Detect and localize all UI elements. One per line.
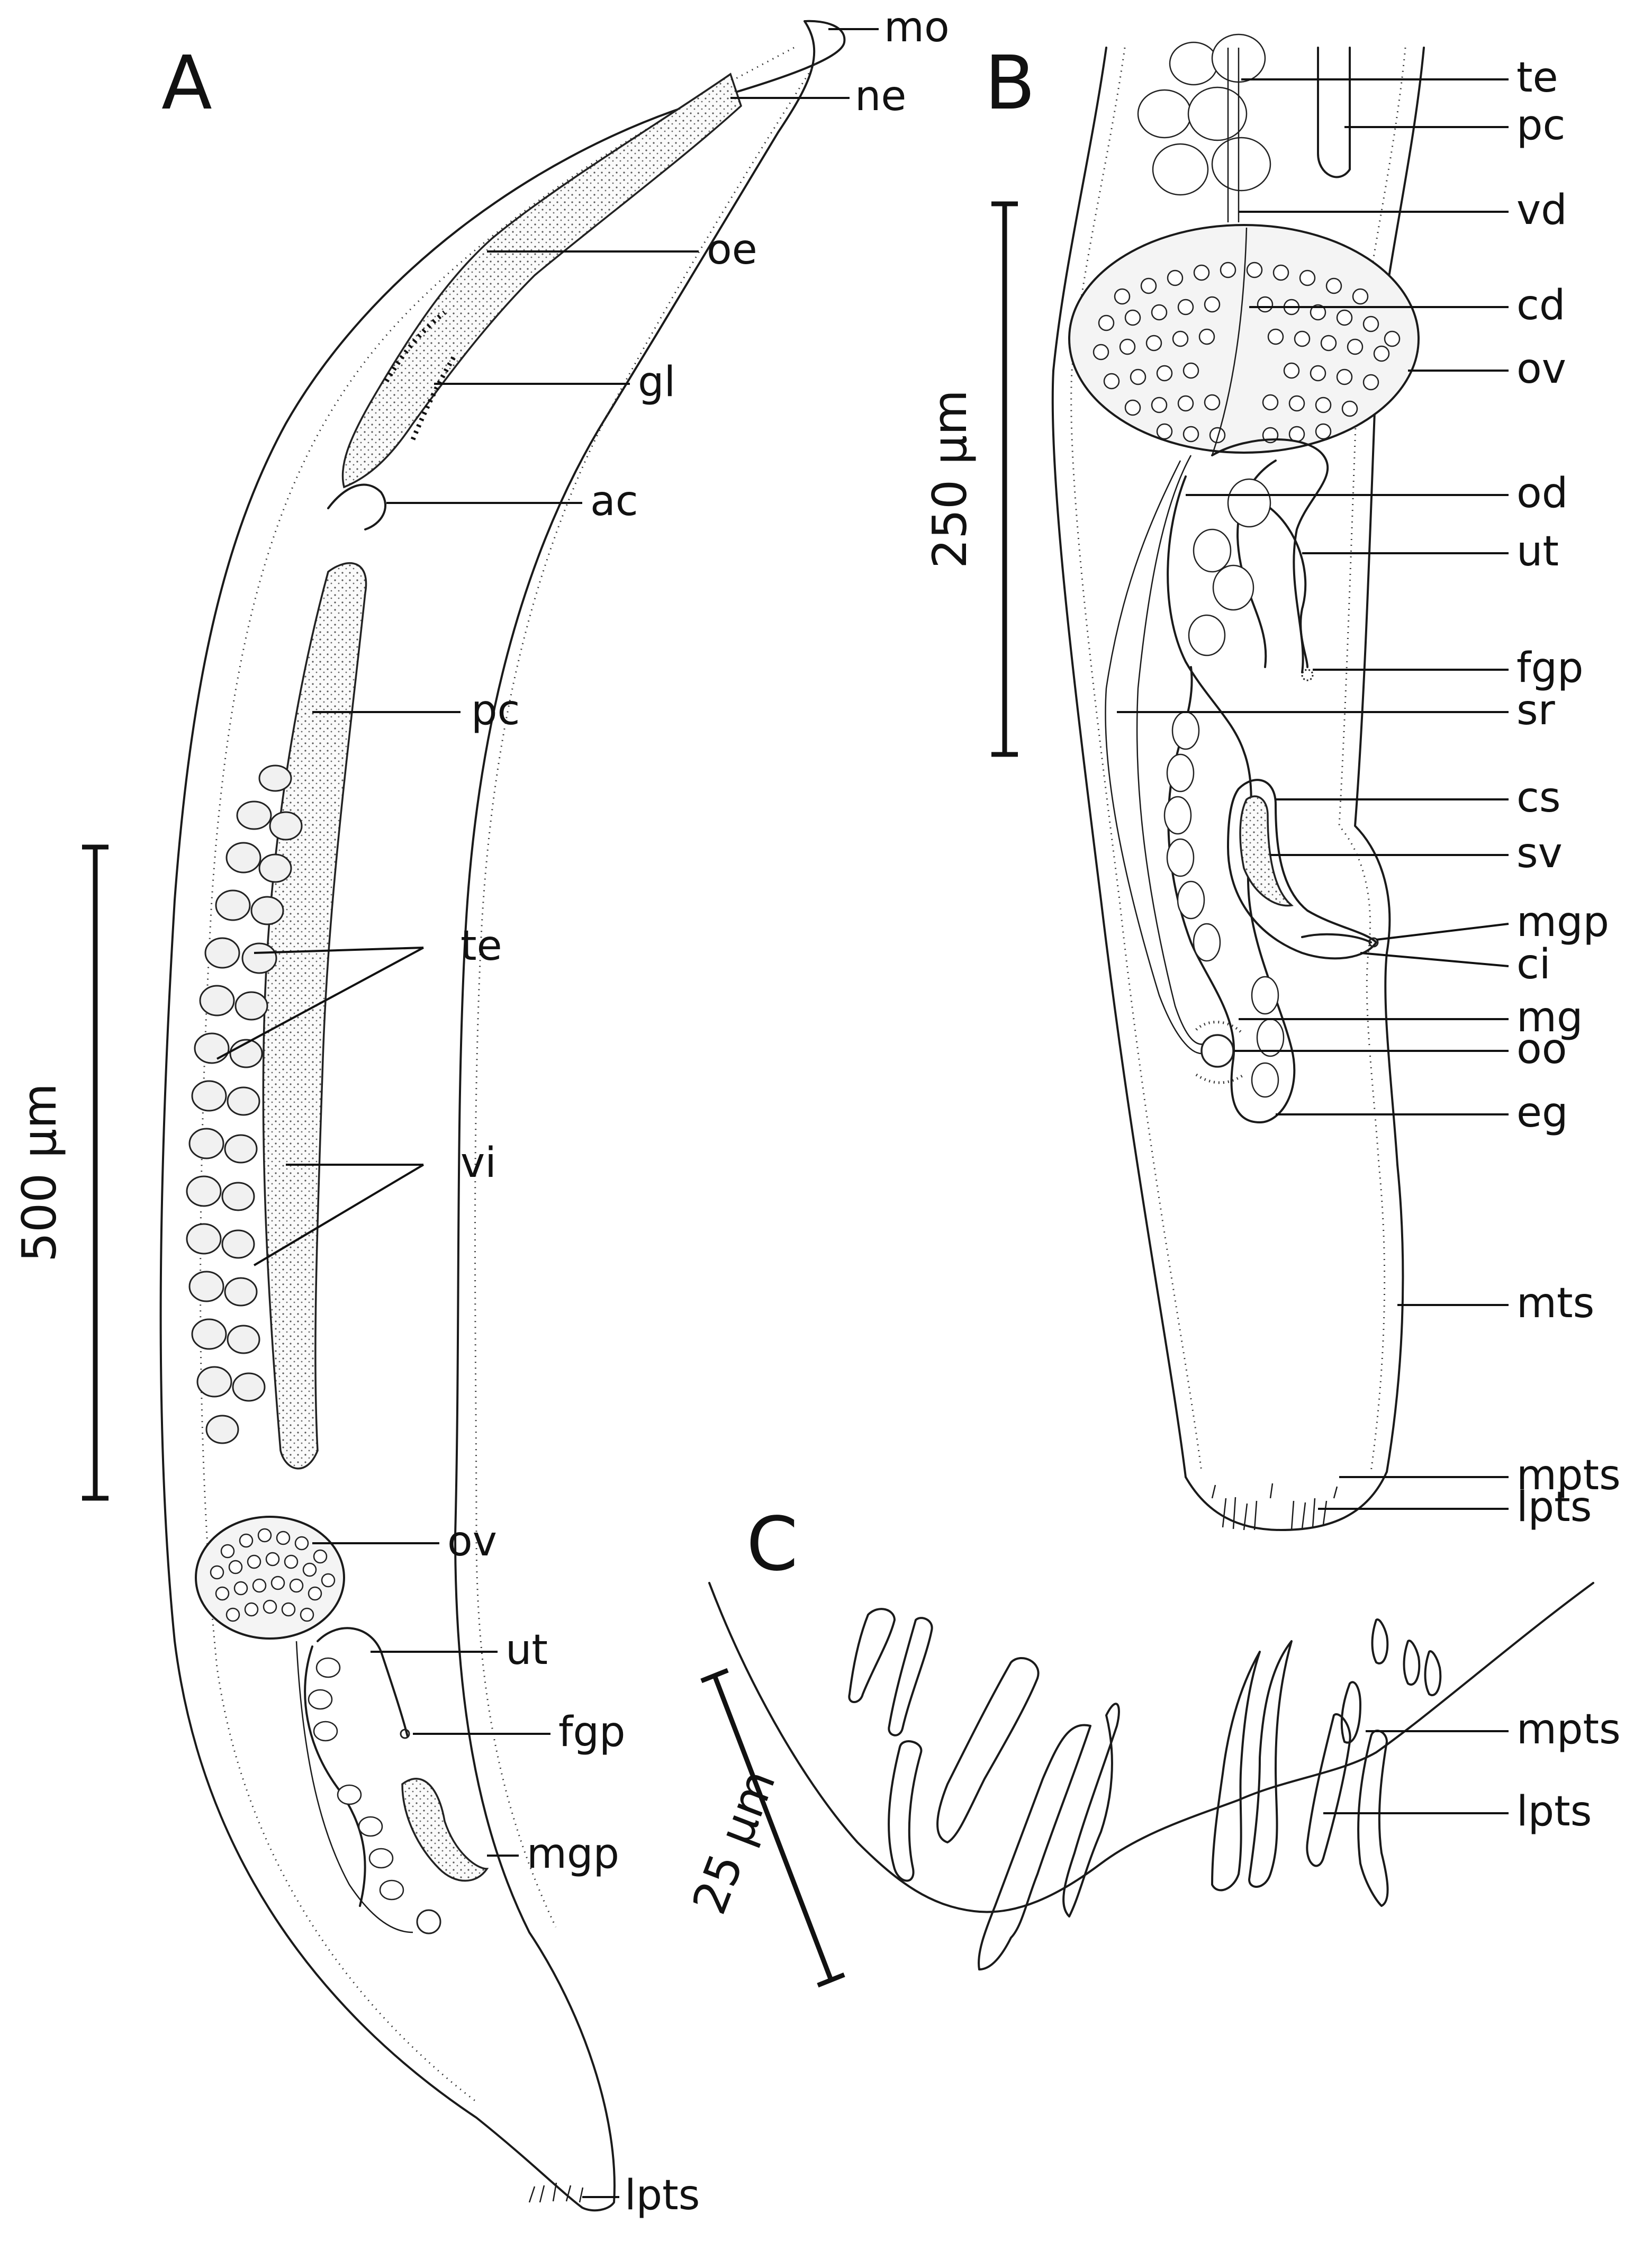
panel-b-cd: [1211, 227, 1248, 456]
panel-a-posterior-caecum: [262, 562, 367, 1470]
label-b-pc: pc: [1516, 102, 1565, 149]
panel-c-outline: [708, 1582, 1594, 1913]
panel-b-terminal-spines: [1211, 1483, 1338, 1531]
label-a-oe: oe: [707, 226, 757, 274]
label-b-cd: cd: [1516, 282, 1565, 329]
label-b-mgp: mgp: [1516, 898, 1609, 946]
label-b-od: od: [1516, 470, 1568, 517]
label-a-pc: pc: [471, 687, 520, 734]
panel-b-pc: [1317, 47, 1351, 178]
label-a-mo: mo: [884, 4, 950, 51]
panel-a-eggs: [308, 1657, 404, 1901]
label-a-lpts: lpts: [625, 2172, 700, 2219]
leader-a-te-1: [254, 947, 424, 954]
panel-a-sr: [295, 1641, 413, 1933]
panel-a-oesophagus: [341, 73, 743, 489]
panel-c-scale-label: 25 µm: [682, 1762, 786, 1921]
panel-b-sr: [1105, 460, 1202, 1055]
label-b-te: te: [1516, 54, 1558, 102]
panel-a-body-outline: [159, 20, 846, 2212]
panel-a-oo: [416, 1909, 441, 1934]
label-a-mgp: mgp: [527, 1830, 619, 1878]
panel-b-cirrus-sac: [1227, 779, 1377, 960]
leader-b-ci: [1360, 952, 1509, 967]
label-c-mpts: mpts: [1516, 1706, 1621, 1753]
label-b-mts: mts: [1516, 1280, 1594, 1327]
label-b-ci: ci: [1516, 941, 1551, 988]
label-a-fgp: fgp: [558, 1708, 625, 1756]
label-a-ov: ov: [447, 1518, 497, 1565]
panel-b-od: [1136, 455, 1207, 1045]
panel-b-tip: [1185, 1471, 1388, 1531]
panel-b-ut-distal: [1269, 507, 1308, 668]
label-b-sv: sv: [1516, 830, 1563, 877]
label-a-gl: gl: [638, 358, 675, 406]
panel-b-tegument-right: [1338, 47, 1406, 1472]
label-b-eg: eg: [1516, 1089, 1568, 1137]
panel-a-body-inner-margin: [200, 47, 795, 2103]
panel-a-fgp: [400, 1729, 410, 1739]
panel-b-mgp: [1368, 937, 1379, 948]
label-a-ne: ne: [855, 73, 906, 120]
panel-a-ac: [327, 483, 387, 530]
leader-a-te-2: [216, 947, 424, 1060]
label-b-mg: mg: [1516, 994, 1583, 1041]
panel-b-oo: [1200, 1034, 1234, 1068]
panel-b-letter: B: [985, 40, 1035, 127]
panel-b-eggs: [1163, 478, 1285, 1098]
panel-a-ovary: [195, 1516, 345, 1640]
panel-b-vd: [1227, 48, 1240, 222]
label-a-te: te: [461, 922, 502, 970]
panel-a-uterus: [317, 1627, 409, 1738]
panel-b-mg: [1195, 1021, 1245, 1084]
panel-a-posterior-tip-spines: [528, 2182, 584, 2203]
panel-b-cirrus: [1301, 933, 1372, 943]
label-b-mpts: mpts: [1516, 1452, 1621, 1499]
panel-c-scale-bar: [712, 1675, 834, 1981]
label-b-sr: sr: [1516, 687, 1556, 734]
panel-c: C mpts lpts 25 µm: [682, 1501, 1621, 1988]
label-b-oo: oo: [1516, 1025, 1567, 1073]
panel-a-testes: [186, 764, 303, 1444]
panel-a-cirrus-sac: [401, 1778, 489, 1882]
label-b-ov: ov: [1516, 345, 1566, 393]
label-b-fgp: fgp: [1516, 644, 1583, 692]
label-b-lpts: lpts: [1516, 1483, 1592, 1531]
panel-a-glands-2: [410, 353, 457, 440]
label-b-ut: ut: [1516, 528, 1559, 575]
panel-a-scale-label: 500 µm: [12, 1083, 67, 1262]
label-a-ac: ac: [590, 478, 638, 525]
panel-b-testes: [1137, 33, 1271, 196]
panel-b-fgp: [1301, 669, 1314, 681]
panel-c-scale-bar-cap-top: [700, 1668, 729, 1684]
panel-a-uterus-loop: [304, 1645, 366, 1907]
label-c-lpts: lpts: [1516, 1788, 1592, 1835]
label-b-vd: vd: [1516, 186, 1567, 234]
panel-c-spines: [848, 1608, 1442, 1970]
panel-b-body-left: [1051, 47, 1187, 1478]
panel-c-letter: C: [746, 1501, 798, 1588]
panel-a-letter: A: [161, 40, 212, 127]
panel-b-ovary: [1068, 224, 1420, 454]
leader-a-vi-2: [253, 1164, 425, 1266]
label-a-ut: ut: [505, 1626, 548, 1674]
panel-b-seminal-vesicle: [1239, 795, 1294, 907]
leader-b-mgp: [1376, 923, 1509, 941]
panel-b: B: [923, 33, 1621, 1531]
panel-c-scale-bar-cap-bottom: [817, 1972, 845, 1988]
label-a-vi: vi: [461, 1139, 496, 1187]
panel-b-scale-label: 250 µm: [923, 390, 977, 569]
label-b-cs: cs: [1516, 774, 1561, 822]
panel-a: A: [12, 4, 950, 2219]
